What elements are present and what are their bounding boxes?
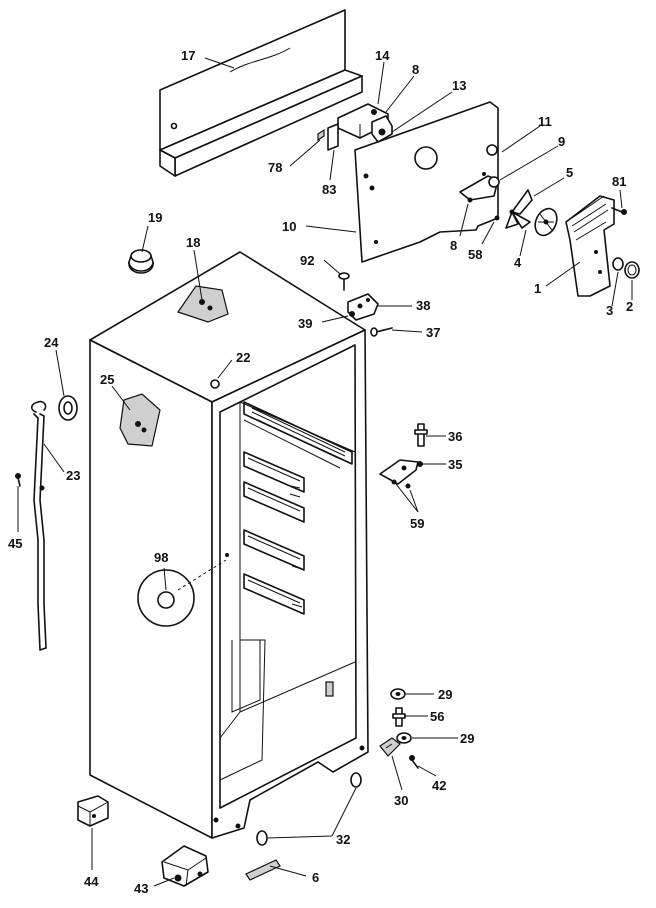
toe-strip-part — [245, 859, 281, 881]
callout-18: 18 — [186, 235, 200, 250]
callout-1: 1 — [534, 281, 541, 296]
callout-92: 92 — [300, 253, 314, 268]
callout-83: 83 — [322, 182, 336, 197]
callout-25: 25 — [100, 372, 114, 387]
callout-10: 10 — [282, 219, 296, 234]
shelf-rails — [243, 401, 353, 615]
top-shelf-part — [159, 9, 363, 177]
fan-blade-part — [505, 189, 533, 229]
callout-23: 23 — [66, 468, 80, 483]
pin-37-part — [370, 327, 393, 337]
callout-5: 5 — [566, 165, 573, 180]
callout-8: 8 — [412, 62, 419, 77]
callout-30: 30 — [394, 793, 408, 808]
callout-14: 14 — [375, 48, 390, 63]
door-rod-part — [30, 400, 47, 651]
screw-45-part — [15, 473, 21, 487]
callout-3: 3 — [606, 303, 613, 318]
callout-59: 59 — [410, 516, 424, 531]
callout-22: 22 — [236, 350, 250, 365]
stud-36-part — [414, 423, 428, 447]
top-hinge-part — [338, 272, 379, 321]
top-plug — [210, 379, 220, 389]
callout-13: 13 — [452, 78, 466, 93]
callout-24: 24 — [44, 335, 59, 350]
side-plate-part — [119, 393, 161, 447]
callout-78: 78 — [268, 160, 282, 175]
callout-81: 81 — [612, 174, 626, 189]
middle-hinge-part — [379, 459, 423, 489]
callout-38: 38 — [416, 298, 430, 313]
inner-bracket — [325, 681, 334, 697]
callout-17: 17 — [181, 48, 195, 63]
callout-11: 11 — [538, 114, 552, 129]
callout-2: 2 — [626, 299, 633, 314]
leader-lines — [17, 57, 633, 887]
round-label-part — [137, 569, 195, 627]
callout-98: 98 — [154, 550, 168, 565]
callout-32: 32 — [336, 832, 350, 847]
callout-36: 36 — [448, 429, 462, 444]
callout-43: 43 — [134, 881, 148, 896]
callout-29: 29 — [438, 687, 452, 702]
grommet-part — [58, 395, 78, 421]
callout-56: 56 — [430, 709, 444, 724]
callout-35: 35 — [448, 457, 462, 472]
callout-6: 6 — [312, 870, 319, 885]
callout-37: 37 — [426, 325, 440, 340]
fan-bracket-part — [459, 175, 500, 221]
screw-81-part — [611, 207, 627, 215]
fan-motor-part — [534, 207, 558, 237]
callout-39: 39 — [298, 316, 312, 331]
small-clip-part — [317, 123, 339, 151]
callout-44: 44 — [84, 874, 99, 889]
callout-19: 19 — [148, 210, 162, 225]
callout-58: 58 — [468, 247, 482, 262]
vent-housing-part — [565, 195, 615, 297]
washer-bottom-part — [396, 732, 412, 744]
callout-42: 42 — [432, 778, 446, 793]
top-plate-part — [177, 285, 229, 323]
leveler-44-part — [77, 795, 109, 827]
callout-labels: 17 14 8 13 11 9 78 83 5 81 10 8 58 4 19 … — [8, 48, 633, 896]
rear-panel-part — [354, 101, 499, 263]
control-bracket-part — [337, 103, 393, 143]
callout-45: 45 — [8, 536, 22, 551]
bottom-hinge-part — [379, 737, 401, 757]
washer-top-part — [390, 688, 406, 700]
roller-43-part — [161, 845, 209, 887]
callout-4: 4 — [514, 255, 522, 270]
screw-42-part — [409, 755, 419, 769]
callout-8: 8 — [450, 238, 457, 253]
plug-32-part — [256, 772, 362, 846]
callout-9: 9 — [558, 134, 565, 149]
stud-56-part — [392, 707, 406, 727]
cabinet-assembly — [89, 251, 369, 839]
cylinder-plug-part — [128, 249, 154, 274]
knob-part — [612, 257, 640, 279]
callout-29: 29 — [460, 731, 474, 746]
